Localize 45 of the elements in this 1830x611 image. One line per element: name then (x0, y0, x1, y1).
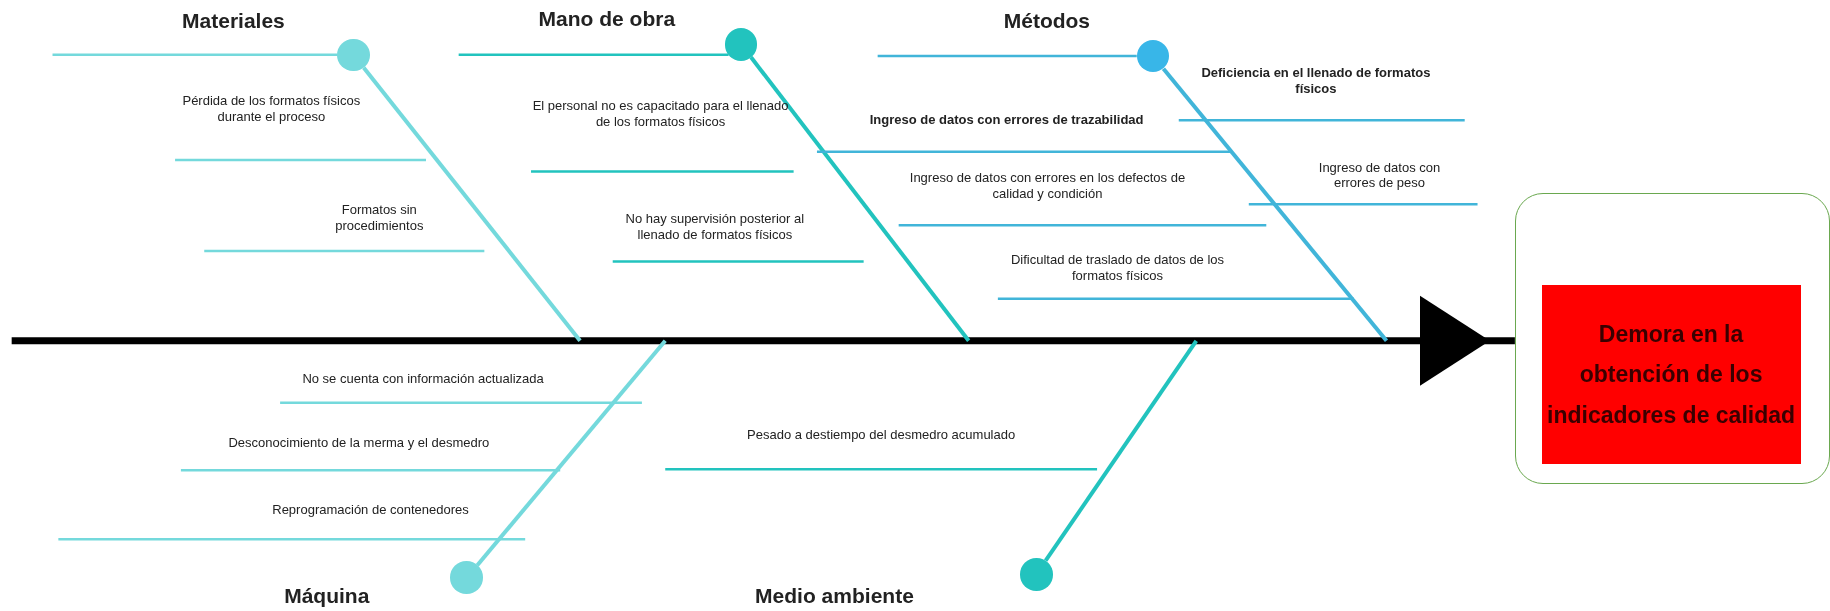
branch-line (280, 401, 642, 404)
category-title: Métodos (1003, 9, 1091, 34)
cause-text: Ingreso de datos con errores en los defectos de calidad y condición (904, 170, 1191, 226)
branch-line (52, 53, 338, 57)
category-bone (749, 56, 971, 342)
cause-text: Dificultad de traslado de datos de los formatos físicos (997, 252, 1238, 299)
category-bone (1161, 67, 1389, 343)
cause-text: Pesado a destiempo del desmedro acumulado (676, 427, 1086, 470)
category-title: Medio ambiente (755, 583, 914, 608)
branch-line (898, 224, 1267, 227)
cause-text: Desconocimiento de la merma y el desmedro (180, 435, 537, 471)
branch-line (816, 150, 1232, 153)
branch-line (612, 260, 864, 263)
branch-line (458, 53, 729, 57)
branch-line (877, 54, 1137, 58)
category-bone (475, 339, 667, 567)
cause-text: Ingreso de datos con errores de peso (1297, 159, 1462, 205)
category-circle (450, 561, 484, 595)
branch-line (180, 469, 561, 472)
branch-line (1248, 203, 1478, 206)
problem-statement: Demora en la obtención de los indicadores de calidad (1541, 284, 1801, 465)
category-title: Mano de obra (538, 7, 676, 31)
branch-line (665, 467, 1098, 471)
category-circle (724, 28, 758, 61)
cause-text: Formatos sin procedimientos (326, 201, 432, 251)
spine-arrow (11, 295, 1515, 386)
cause-text: El personal no es capacitado para el llenado de los formatos físicos (531, 98, 791, 172)
effect-box (1514, 192, 1830, 485)
category-circle (1020, 557, 1053, 591)
cause-text: No hay supervisión posterior al llenado de formatos físicos (612, 211, 817, 262)
branch-line (997, 297, 1354, 301)
branch-line (1178, 118, 1465, 122)
category-title: Máquina (284, 583, 370, 608)
category-bone (1043, 339, 1198, 562)
branch-line (531, 170, 794, 173)
branch-line (204, 249, 485, 253)
cause-text: Pérdida de los formatos físicos durante el proceso (175, 93, 368, 160)
cause-text: Reprogramación de contenedores (215, 501, 526, 540)
category-title: Materiales (182, 9, 285, 34)
branch-line (58, 537, 526, 541)
category-circle (337, 38, 370, 72)
category-bone (362, 66, 582, 343)
category-circle (1136, 39, 1170, 73)
branch-line (175, 158, 426, 162)
cause-text: No se cuenta con información actualizada (280, 371, 567, 403)
